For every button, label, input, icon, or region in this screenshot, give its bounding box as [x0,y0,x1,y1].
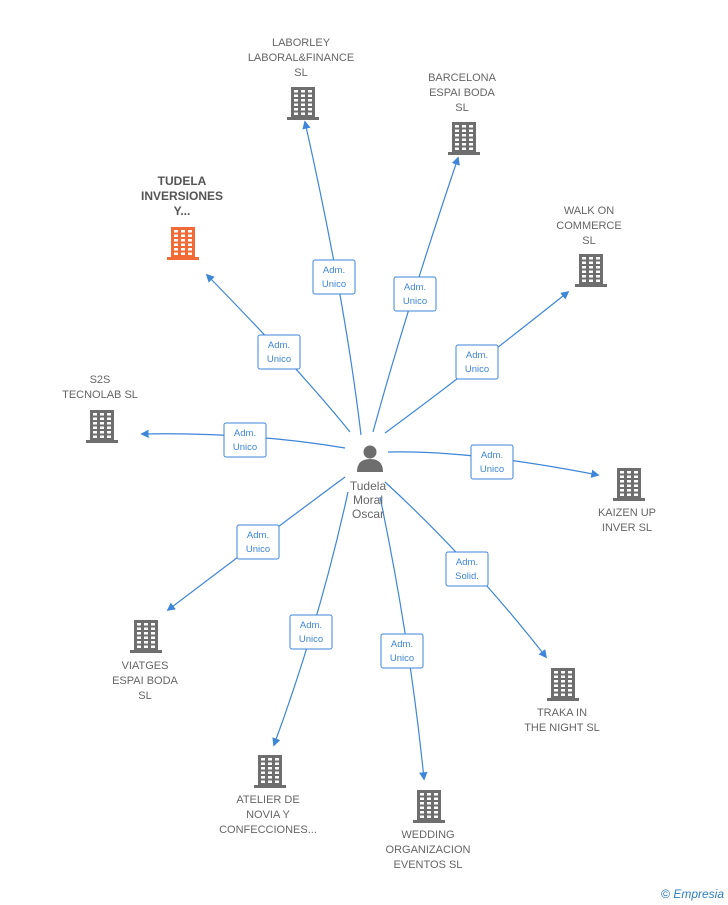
building-icon-laborley[interactable] [287,87,319,120]
building-icon-traka-in-the-night[interactable] [547,668,579,701]
footer-brand: © Empresia [661,887,724,901]
company-name-line: COMMERCE [556,220,621,232]
company-label-barcelona-espai-boda[interactable]: BARCELONA ESPAI BODA SL [428,72,497,114]
person-name-line: Moral [353,493,383,507]
role-text: Adm. [323,265,345,276]
building-icon-s2s-tecnolab[interactable] [86,410,118,443]
company-name-line: INVER SL [602,522,652,534]
building-icon-kaizen-up-inver[interactable] [613,468,645,501]
company-label-wedding-organizacion[interactable]: WEDDING ORGANIZACION EVENTOS SL [386,829,471,871]
role-text: Unico [246,544,270,555]
company-name-line: SL [294,67,307,79]
building-icon-tudela-inversiones[interactable] [167,227,199,260]
company-name-line: LABORLEY [272,37,331,49]
company-name-line: TECNOLAB SL [62,389,138,401]
role-text: Unico [322,279,346,290]
person-name-line: Tudela [350,479,387,493]
building-icon-viatges-espai-boda[interactable] [130,620,162,653]
role-text: Adm. [456,557,478,568]
role-text: Adm. [268,340,290,351]
role-text: Adm. [404,282,426,293]
role-text: Unico [465,364,489,375]
company-name-line: ESPAI BODA [112,675,178,687]
person-name-line: Oscar [352,507,384,521]
role-text: Unico [233,442,257,453]
company-name-line: INVERSIONES [141,189,223,203]
role-text: Unico [390,653,414,664]
role-badge-barcelona-espai-boda[interactable]: Adm. Unico [393,276,437,312]
company-label-kaizen-up-inver[interactable]: KAIZEN UP INVER SL [598,507,656,534]
company-name-line: BARCELONA [428,72,497,84]
company-name-line: CONFECCIONES... [219,824,317,836]
company-label-viatges-espai-boda[interactable]: VIATGES ESPAI BODA SL [112,660,178,702]
company-name-line: Y... [174,204,191,218]
copyright-symbol: © [661,887,670,901]
company-name-line: NOVIA Y [246,809,290,821]
company-name-line: WALK ON [564,205,614,217]
building-icon-barcelona-espai-boda[interactable] [448,122,480,155]
company-name-line: EVENTOS SL [394,859,463,871]
role-text: Adm. [234,428,256,439]
building-icon-walk-on-commerce[interactable] [575,254,607,287]
company-name-line: LABORAL&FINANCE [248,52,354,64]
role-text: Adm. [466,350,488,361]
company-name-line: SL [455,102,468,114]
company-name-line: S2S [90,374,111,386]
company-name-line: VIATGES [122,660,169,672]
role-badge-laborley[interactable]: Adm. Unico [312,259,356,295]
company-label-walk-on-commerce[interactable]: WALK ON COMMERCE SL [556,205,621,247]
role-text: Adm. [247,530,269,541]
role-text: Adm. [481,450,503,461]
role-badge-atelier-de-novia[interactable]: Adm. Unico [289,614,333,650]
company-name-line: TRAKA IN [537,707,587,719]
role-badge-walk-on-commerce[interactable]: Adm. Unico [455,344,499,380]
company-name-line: TUDELA [158,174,207,188]
role-text: Unico [480,464,504,475]
role-text: Solid. [455,571,479,582]
company-label-traka-in-the-night[interactable]: TRAKA IN THE NIGHT SL [524,707,600,734]
role-badge-kaizen-up-inver[interactable]: Adm. Unico [470,444,514,480]
company-label-laborley[interactable]: LABORLEY LABORAL&FINANCE SL [248,37,354,79]
person-icon[interactable] [357,445,383,473]
brand-name: Empresia [673,887,724,901]
role-text: Adm. [300,620,322,631]
company-name-line: ATELIER DE [236,794,299,806]
role-badge-viatges-espai-boda[interactable]: Adm. Unico [236,524,280,560]
company-name-line: SL [138,690,151,702]
building-icon-atelier-de-novia[interactable] [254,755,286,788]
company-name-line: THE NIGHT SL [524,722,600,734]
role-text: Adm. [391,639,413,650]
building-icon-wedding-organizacion[interactable] [413,790,445,823]
company-name-line: WEDDING [401,829,454,841]
role-badge-s2s-tecnolab[interactable]: Adm. Unico [223,422,267,458]
role-text: Unico [267,354,291,365]
company-name-line: SL [582,235,595,247]
company-label-atelier-de-novia[interactable]: ATELIER DE NOVIA Y CONFECCIONES... [219,794,317,836]
company-name-line: KAIZEN UP [598,507,656,519]
company-name-line: ORGANIZACION [386,844,471,856]
role-text: Unico [299,634,323,645]
role-badge-traka-in-the-night[interactable]: Adm. Solid. [445,551,489,587]
role-text: Unico [403,296,427,307]
role-badge-tudela-inversiones[interactable]: Adm. Unico [257,334,301,370]
company-label-tudela-inversiones[interactable]: TUDELAINVERSIONESY... [141,174,223,218]
role-badge-wedding-organizacion[interactable]: Adm. Unico [380,633,424,669]
company-label-s2s-tecnolab[interactable]: S2S TECNOLAB SL [62,374,138,401]
company-name-line: ESPAI BODA [429,87,495,99]
